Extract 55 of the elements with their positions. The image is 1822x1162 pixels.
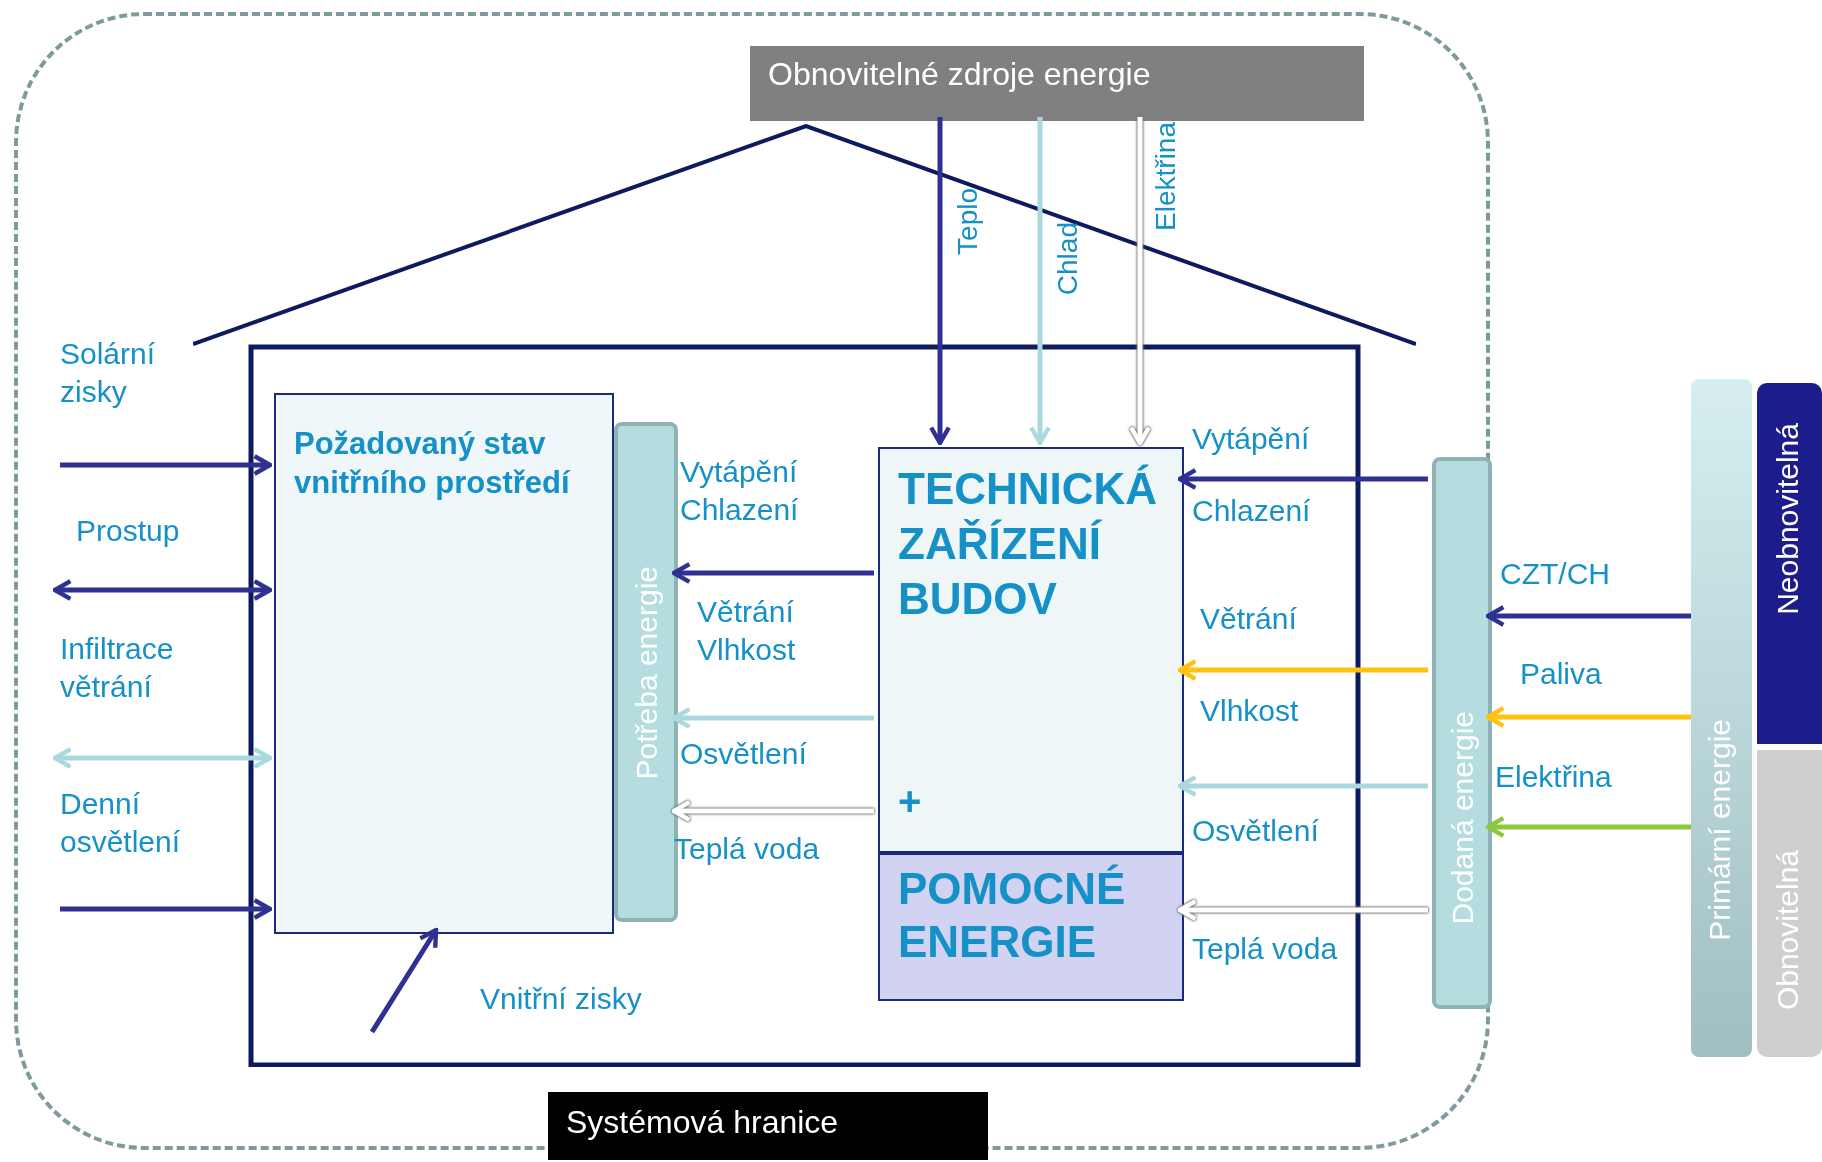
edge-label: Infiltrace větrání [60,631,175,705]
state-box [274,393,614,934]
edge-label: Elektřina [1495,759,1612,795]
arrow [929,117,951,446]
text-label: Osvětlení [680,736,807,772]
edge-label: Chlad [1051,222,1084,296]
vertical-text: Potřeba energie [630,566,664,780]
source-title: Obnovitelné zdroje energie [768,56,1151,93]
energy-bar [1757,750,1822,1057]
text-label: Vlhkost [1200,693,1299,729]
equipment-title: TECHNICKÁ ZAŘÍZENÍ BUDOV [898,463,1159,625]
edge-label: Denní osvětlení [60,786,182,860]
arrow [1177,468,1428,490]
arrow [1029,117,1051,446]
edge-label: Teplo [951,188,984,255]
edge-label: Elektřina [1149,122,1182,231]
text-label: Osvětlení [1192,813,1319,849]
arrow [60,454,273,476]
arrow [369,927,439,1034]
energy-bar [1691,379,1752,1057]
text-label: Větrání Vlhkost [697,594,797,668]
text-label: Vytápění Chlazení [680,454,800,528]
edge-label: Solární zisky [60,336,157,410]
text-label: Teplá voda [1192,931,1338,967]
edge-label: Paliva [1520,656,1602,692]
text-label: Větrání [1200,601,1297,637]
text-label: Chlazení [1192,493,1311,529]
energy-bar [1432,457,1492,1009]
state-title: Požadovaný stav vnitřního prostředí [294,425,572,502]
arrow [671,562,874,584]
edge-label: Vnitřní zisky [480,981,642,1017]
vertical-text: Primární energie [1703,719,1737,941]
text-label: Teplá voda [674,831,820,867]
arrow [52,579,273,601]
vertical-text: Neobnovitelná [1771,423,1805,615]
edge-label: Prostup [76,513,180,549]
plus-sign: + [898,779,922,824]
house-outline [193,124,1416,1067]
boundary-title: Systémová hranice [548,1092,988,1160]
energy-bar [1757,383,1822,744]
arrow [60,898,273,920]
auxiliary-title: POMOCNÉ ENERGIE [898,863,1127,968]
arrow [1177,775,1428,797]
vertical-text: Dodaná energie [1446,711,1480,925]
arrow [671,707,874,729]
arrow [1485,605,1691,627]
arrow [52,747,273,769]
text-label: Vytápění [1192,421,1310,457]
arrow [1485,706,1691,728]
edge-label: CZT/CH [1500,556,1610,592]
auxiliary-box [878,853,1184,1001]
arrow [1177,659,1428,681]
arrow [1485,816,1691,838]
equipment-box [878,447,1184,853]
source-box [750,46,1364,121]
